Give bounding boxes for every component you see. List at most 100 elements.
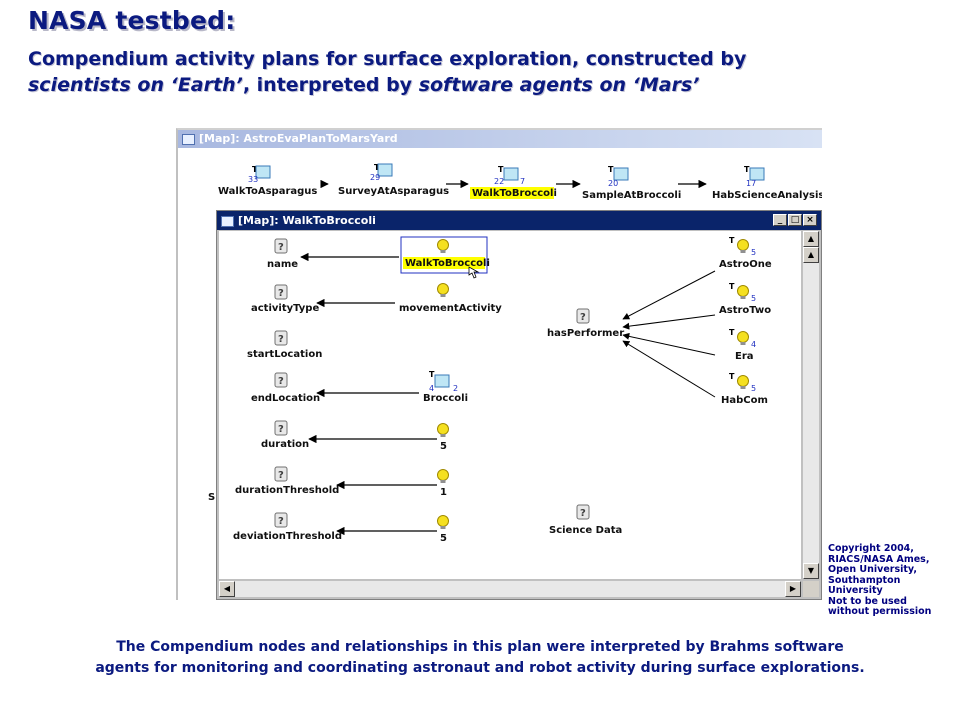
subtitle-part-d: software agents on ‘Mars’ [418,74,700,96]
node-label: SampleAtBroccoli [582,190,681,201]
inner-window-title: [Map]: WalkToBroccoli [238,214,376,227]
inner-map-window: [Map]: WalkToBroccoli _ □ × ? [216,210,822,600]
inner-map-canvas[interactable]: ? [219,231,801,579]
node-count: 22 [494,177,504,186]
map-node-icon [749,167,765,181]
node-movement-activity[interactable]: movementActivity [399,283,502,315]
copyright-notice: Copyright 2004, RIACS/NASA Ames, Open Un… [828,543,958,618]
node-count: 20 [608,179,618,188]
node-extra-count: 7 [520,177,525,186]
node-astro-two[interactable]: T 5 AstroTwo [719,282,771,316]
node-name[interactable]: name [267,238,298,270]
node-label: deviationThreshold [233,531,342,542]
map-window-icon [182,133,195,145]
transclusion-mark: T [374,163,380,172]
question-node-icon [274,284,288,300]
node-deviation-threshold-value[interactable]: 5 [437,515,449,545]
scroll-up-button-2[interactable]: ▲ [803,247,819,263]
node-label: WalkToBroccoli [472,188,557,199]
node-era[interactable]: T 4 Era [729,328,756,362]
node-count: 33 [248,175,258,184]
outer-window-title: [Map]: AstroEvaPlanToMarsYard [199,132,398,145]
highlight-box [403,257,485,269]
node-walk-to-broccoli-selected[interactable]: WalkToBroccoli [400,236,490,279]
transclusion-mark: T [744,165,750,174]
node-label: HabScienceAnalysis [712,190,822,201]
node-astro-one[interactable]: T 5 AstroOne [719,236,772,270]
map-node-icon [377,163,393,177]
node-hab-com[interactable]: T 5 HabCom [721,372,768,406]
map-node-icon [503,167,519,181]
maximize-button[interactable]: □ [788,214,802,226]
node-label: Era [735,351,754,362]
node-duration-value[interactable]: 5 [437,423,449,453]
transclusion-mark: T [729,372,735,381]
horizontal-scrollbar[interactable]: ◀ ▶ [219,581,801,597]
copyright-line: Open University, [828,564,917,575]
link [622,332,716,356]
question-node-icon [274,466,288,482]
question-node-icon [274,330,288,346]
copyright-line: University [828,585,883,596]
lightbulb-node-icon [737,285,749,300]
node-end-location[interactable]: endLocation [251,372,320,404]
subtitle-part-c: , interpreted by [242,74,419,96]
outer-node-sample-at-broccoli[interactable]: T 20 SampleAtBroccoli [582,165,681,201]
copyright-line: without permission [828,606,932,617]
lightbulb-node-icon [737,375,749,390]
node-has-performer[interactable]: hasPerformer [547,308,624,339]
clipped-background-label: S [208,492,215,503]
node-start-location[interactable]: startLocation [247,330,322,360]
node-activity-type[interactable]: activityType [251,284,319,314]
question-node-icon [274,238,288,254]
copyright-line: Copyright 2004, [828,543,914,554]
outer-window-titlebar[interactable]: [Map]: AstroEvaPlanToMarsYard [178,130,822,148]
node-label: WalkToBroccoli [405,258,490,269]
question-node-icon [274,372,288,388]
node-duration-threshold[interactable]: durationThreshold [235,466,339,496]
node-label: Science Data [549,525,622,536]
scroll-left-button[interactable]: ◀ [219,581,235,597]
scroll-up-button[interactable]: ▲ [803,231,819,247]
minimize-button[interactable]: _ [773,214,787,226]
link [622,270,716,320]
node-count: 4 [429,384,434,393]
node-label: duration [261,439,309,450]
subtitle-part-a: Compendium activity plans for surface ex… [28,48,747,70]
node-duration-threshold-value[interactable]: 1 [437,469,449,499]
outer-node-walk-to-asparagus[interactable]: T 33 WalkToAsparagus [218,165,317,197]
node-label: endLocation [251,393,320,404]
node-count: 5 [751,384,756,393]
map-node-icon [434,374,450,388]
lightbulb-node-icon [437,469,449,484]
map-node-icon [613,167,629,181]
node-duration[interactable]: duration [261,420,309,450]
node-label: hasPerformer [547,328,624,339]
outer-node-survey-at-asparagus[interactable]: T 29 SurveyAtAsparagus [338,163,449,197]
scroll-right-button[interactable]: ▶ [785,581,801,597]
transclusion-mark: T [729,236,735,245]
transclusion-mark: T [729,328,735,337]
outer-map-canvas: T 33 WalkToAsparagus T 29 SurveyAtAspara… [208,163,822,503]
node-broccoli[interactable]: T 4 2 Broccoli [423,370,468,404]
close-button[interactable]: × [803,214,817,226]
node-deviation-threshold[interactable]: deviationThreshold [233,512,342,542]
node-label: WalkToAsparagus [218,186,317,197]
scrollbar-corner [803,581,819,597]
vertical-scrollbar[interactable]: ▲ ▲ ▼ [803,231,819,579]
node-label: 5 [440,533,447,544]
node-label: 5 [440,441,447,452]
map-node-icon [255,165,271,179]
inner-window-titlebar[interactable]: [Map]: WalkToBroccoli [217,211,821,230]
caption-line-2: agents for monitoring and coordinating a… [95,660,865,676]
link [622,340,716,398]
outer-node-walk-to-broccoli[interactable]: T 22 7 WalkToBroccoli [470,165,557,199]
slide-subtitle: Compendium activity plans for surface ex… [28,46,948,98]
map-window-icon [221,215,234,227]
caption-line-1: The Compendium nodes and relationships i… [116,639,844,655]
scroll-down-button[interactable]: ▼ [803,563,819,579]
transclusion-mark: T [429,370,435,379]
outer-node-hab-science-analysis[interactable]: T 17 HabScienceAnalysis [712,165,822,201]
node-label: Broccoli [423,393,468,404]
node-science-data[interactable]: Science Data [549,504,622,536]
